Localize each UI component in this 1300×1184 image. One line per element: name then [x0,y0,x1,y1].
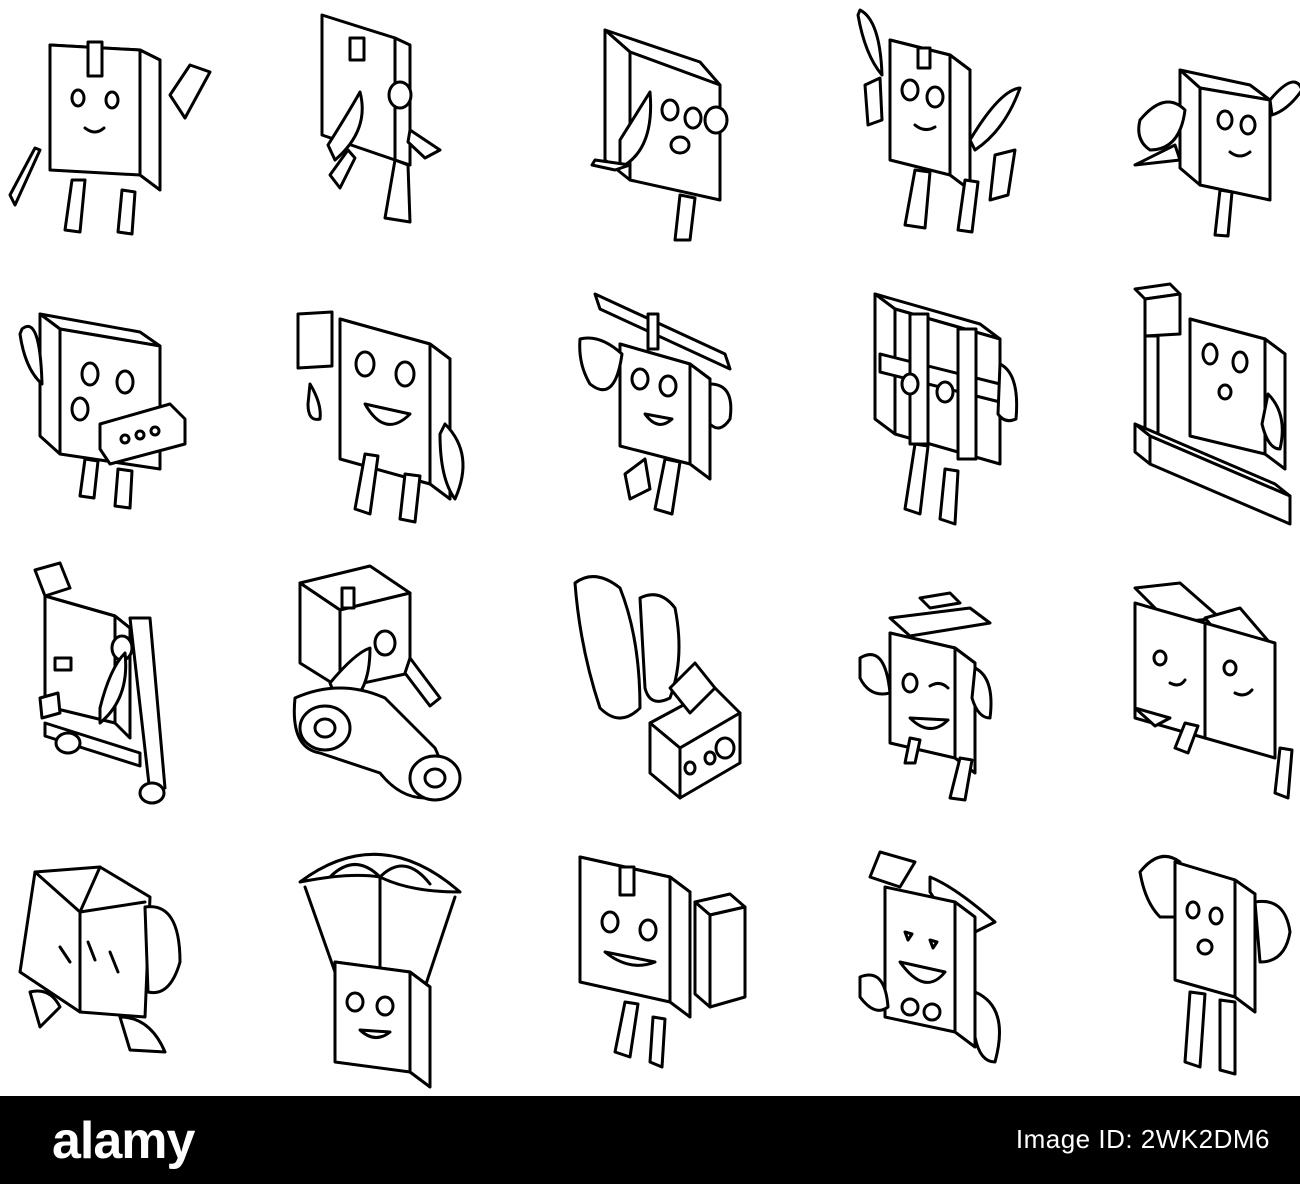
icon-set-illustration [0,0,1300,1096]
image-id-label: Image ID: 2WK2DM6 [1015,1124,1270,1154]
box-character-strong-icon [1040,822,1300,1096]
box-character-propeller-icon [520,274,780,548]
alamy-logo: alamy [52,1110,292,1170]
box-character-scooter-icon [0,548,260,822]
box-character-crumpled-icon [0,822,260,1096]
box-character-hat-winking-icon [780,548,1040,822]
box-character-holding-parcel-icon [260,274,520,548]
box-character-in-frame-icon [1040,274,1300,548]
box-character-double-open-icon [1040,548,1300,822]
box-character-flying-wings-icon [780,0,1040,274]
box-character-winged-icon [520,548,780,822]
svg-text:alamy: alamy [52,1112,196,1170]
box-character-running-icon [520,0,780,274]
stock-watermark-bar: alamy Image ID: 2WK2DM6 [0,1096,1300,1184]
box-character-bee-icon [1040,0,1300,274]
box-character-walking-icon [260,0,520,274]
box-character-chat-bubble-icon [0,274,260,548]
box-character-open-lid-icon [780,822,1040,1096]
box-character-waving-icon [0,0,260,274]
box-character-taped-icon [780,274,1040,548]
box-character-carrying-box-icon [520,822,780,1096]
box-character-parachute-icon [260,822,520,1096]
box-character-motorbike-icon [260,548,520,822]
